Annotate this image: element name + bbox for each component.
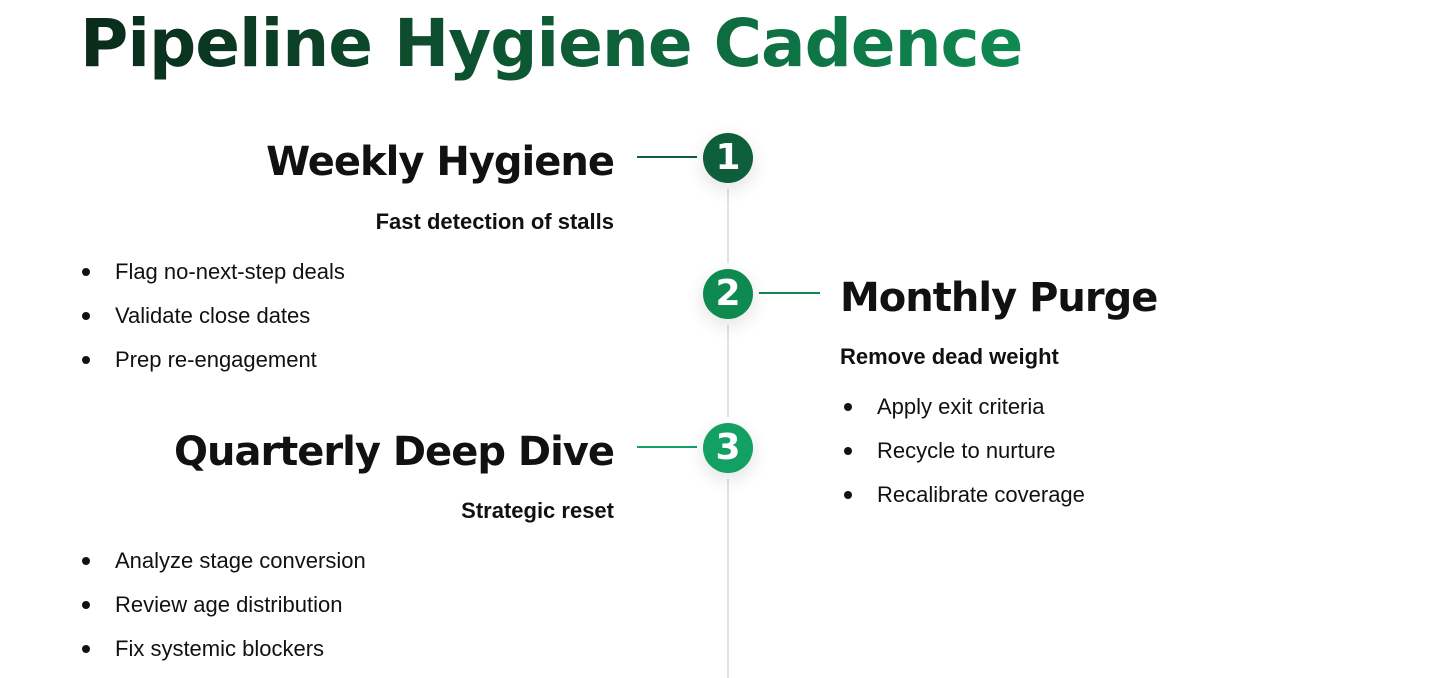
step-1-bullets: Flag no-next-step deals Validate close d… [80, 250, 345, 382]
bullet-dot [82, 601, 90, 609]
bullet-text: Validate close dates [115, 303, 311, 328]
bullet-text: Fix systemic blockers [115, 636, 325, 661]
bullet-dot [82, 645, 90, 653]
step-3-number: 3 [715, 427, 741, 468]
bullet-dot [82, 356, 90, 364]
bullet-dot [82, 557, 90, 565]
step-2-connector [748, 292, 820, 294]
step-1-number: 1 [715, 137, 741, 178]
step-2-heading: Monthly Purge [840, 275, 1158, 321]
bullet-text: Recycle to nurture [877, 438, 1056, 463]
list-item: Recalibrate coverage [842, 473, 1085, 517]
bullet-text: Prep re-engagement [115, 347, 317, 372]
bullet-text: Analyze stage conversion [115, 548, 366, 573]
step-1-marker: 1 [703, 133, 753, 183]
list-item: Validate close dates [80, 294, 345, 338]
step-3-subtitle: Strategic reset [461, 498, 614, 523]
list-item: Review age distribution [80, 583, 366, 627]
bullet-text: Flag no-next-step deals [115, 259, 345, 284]
bullet-text: Recalibrate coverage [877, 482, 1085, 507]
step-3-connector [637, 446, 707, 448]
list-item: Analyze stage conversion [80, 539, 366, 583]
step-2-number: 2 [715, 273, 741, 314]
list-item: Apply exit criteria [842, 385, 1085, 429]
page-title: Pipeline Hygiene Cadence [80, 2, 1023, 86]
step-3-heading: Quarterly Deep Dive [173, 429, 615, 475]
bullet-dot [844, 447, 852, 455]
step-3-marker: 3 [703, 423, 753, 473]
list-item: Flag no-next-step deals [80, 250, 345, 294]
bullet-text: Review age distribution [115, 592, 343, 617]
step-2-subtitle: Remove dead weight [840, 344, 1059, 369]
list-item: Recycle to nurture [842, 429, 1085, 473]
step-2-marker: 2 [703, 269, 753, 319]
bullet-dot [844, 403, 852, 411]
timeline-line [727, 158, 729, 678]
step-1-heading: Weekly Hygiene [266, 139, 615, 185]
step-2-bullets: Apply exit criteria Recycle to nurture R… [842, 385, 1085, 517]
step-3-bullets: Analyze stage conversion Review age dist… [80, 539, 366, 671]
list-item: Fix systemic blockers [80, 627, 366, 671]
bullet-dot [82, 268, 90, 276]
bullet-dot [82, 312, 90, 320]
list-item: Prep re-engagement [80, 338, 345, 382]
bullet-dot [844, 491, 852, 499]
bullet-text: Apply exit criteria [877, 394, 1045, 419]
step-1-subtitle: Fast detection of stalls [375, 209, 614, 234]
step-1-connector [637, 156, 707, 158]
